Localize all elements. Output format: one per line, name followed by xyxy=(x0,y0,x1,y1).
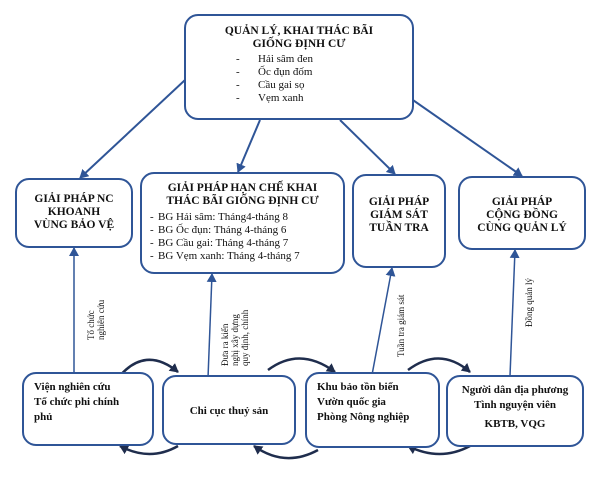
top-item: -Cầu gai sọ xyxy=(236,79,305,91)
arrow-actor3-to-sol3 xyxy=(371,267,396,376)
solution2-item: -BG Hải sâm: Tháng4-tháng 8 xyxy=(150,211,288,223)
actor2-line1: Chi cục thuỷ sản xyxy=(189,405,269,417)
solution3-line3: TUẦN TRA xyxy=(369,222,429,234)
solution-box-3: GIẢI PHÁP GIÁM SÁT TUẦN TRA xyxy=(352,174,446,268)
solution-box-1: GIẢI PHÁP NC KHOANH VÙNG BẢO VỆ xyxy=(15,178,133,248)
solution4-line2: CỘNG ĐỒNG xyxy=(486,209,558,221)
link-label-regulation: Đưa ra kiến nghị xây dựng quy định, chín… xyxy=(220,309,250,366)
actor-box-4: Người dân địa phương Tình nguyện viên KB… xyxy=(446,375,584,447)
solution4-line1: GIẢI PHÁP xyxy=(491,196,553,208)
actor3-line1: Khu bảo tồn biển xyxy=(317,381,399,393)
actor-box-1: Viện nghiên cứu Tổ chức phi chính phủ xyxy=(22,372,154,446)
solution3-line1: GIẢI PHÁP xyxy=(368,196,430,208)
actor-box-2: Chi cục thuỷ sản xyxy=(162,375,296,445)
solution2-item: -BG Ốc đụn: Tháng 4-tháng 6 xyxy=(150,224,287,236)
actor1-line3: phủ xyxy=(34,411,53,423)
actor1-line2: Tổ chức phi chính xyxy=(34,396,120,408)
arrow-top-to-sol3 xyxy=(339,119,396,175)
curve-actor4-actor3-bottom xyxy=(407,444,471,456)
curve-actor2-actor1-bottom xyxy=(119,444,179,456)
actor-box-3: Khu bảo tồn biển Vườn quốc gia Phòng Nôn… xyxy=(305,372,440,448)
solution2-item: -BG Vẹm xanh: Tháng 4-tháng 7 xyxy=(150,250,300,262)
arrow-top-to-sol2 xyxy=(236,119,261,173)
actor4-line1: Người dân địa phương xyxy=(461,384,569,396)
top-box: QUẢN LÝ, KHAI THÁC BÃI GIỐNG ĐỊNH CƯ -Hả… xyxy=(184,14,414,120)
solution2-line1: GIẢI PHÁP HẠN CHẾ KHAI xyxy=(167,182,318,194)
link-label-patrol: Tuần tra giám sát xyxy=(396,294,406,357)
top-title-line1: QUẢN LÝ, KHAI THÁC BÃI xyxy=(224,25,374,37)
arrow-actor2-to-sol2 xyxy=(206,273,217,379)
solution2-item: -BG Cầu gai: Tháng 4-tháng 7 xyxy=(150,237,289,249)
actor4-line2: Tình nguyện viên xyxy=(474,399,556,411)
curve-actor2-actor3-top xyxy=(267,357,336,374)
solution1-line1: GIẢI PHÁP NC xyxy=(34,193,114,205)
curve-actor3-actor4-top xyxy=(407,357,471,373)
solution4-line3: CÙNG QUẢN LÝ xyxy=(477,222,567,234)
top-item: -Ốc đụn đốm xyxy=(236,66,313,78)
solution1-line2: KHOANH xyxy=(47,206,101,218)
top-title-line2: GIỐNG ĐỊNH CƯ xyxy=(252,38,346,50)
actor3-line2: Vườn quốc gia xyxy=(317,396,386,408)
solution1-line3: VÙNG BẢO VỆ xyxy=(33,219,115,231)
arrow-top-to-sol1 xyxy=(79,79,186,179)
actor4-line3: KBTB, VQG xyxy=(484,418,546,430)
solution2-item-list: -BG Hải sâm: Tháng4-tháng 8 -BG Ốc đụn: … xyxy=(142,211,343,263)
solution-box-2: GIẢI PHÁP HẠN CHẾ KHAI THÁC BÃI GIỐNG ĐỊ… xyxy=(140,172,345,274)
arrow-top-to-sol4 xyxy=(409,97,523,177)
curve-actor3-actor2-bottom xyxy=(253,444,319,460)
solution3-line2: GIÁM SÁT xyxy=(370,209,428,221)
arrow-actor4-to-sol4 xyxy=(509,249,520,377)
actor3-line3: Phòng Nông nghiệp xyxy=(317,411,410,423)
solution-box-4: GIẢI PHÁP CỘNG ĐỒNG CÙNG QUẢN LÝ xyxy=(458,176,586,250)
top-item-list: -Hải sâm đen -Ốc đụn đốm -Cầu gai sọ -Vẹ… xyxy=(186,53,412,105)
top-item: -Hải sâm đen xyxy=(236,53,313,65)
solution2-line2: THÁC BÃI GIỐNG ĐỊNH CƯ xyxy=(166,195,319,207)
link-label-comanagement: Đồng quản lý xyxy=(524,278,534,327)
top-item: -Vẹm xanh xyxy=(236,92,304,104)
actor1-line1: Viện nghiên cứu xyxy=(34,381,111,393)
link-label-research: Tổ chức nghiên cứu xyxy=(86,299,106,340)
